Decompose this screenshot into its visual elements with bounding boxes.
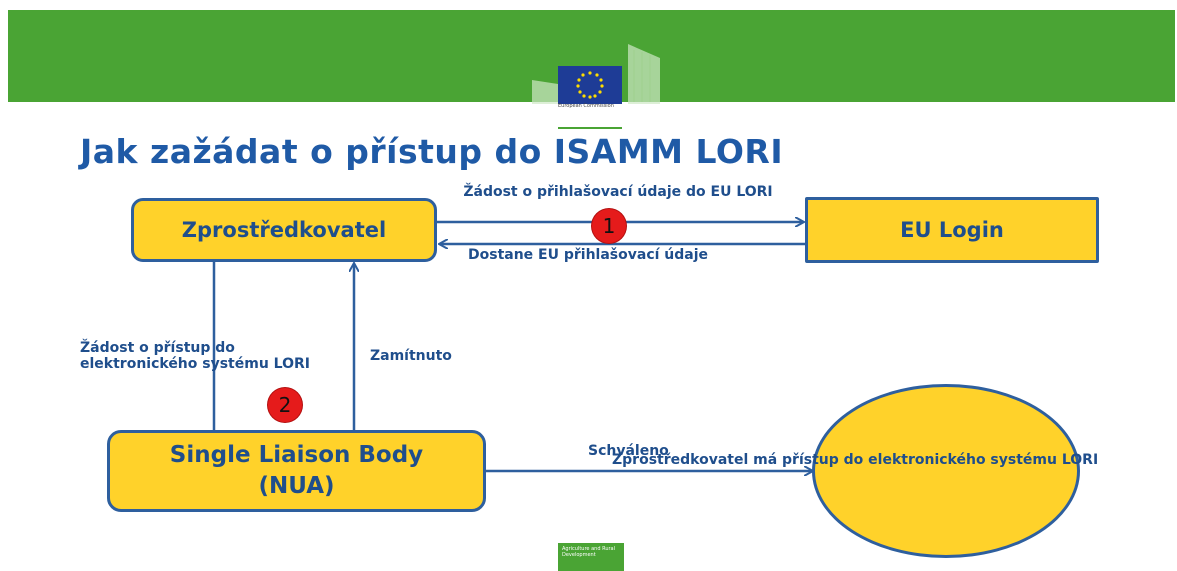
- step-badge-2: 2: [268, 388, 302, 422]
- node-access-granted-circle: [812, 384, 1080, 558]
- step-badge-1: 1: [592, 209, 626, 243]
- edge-label-request-credentials: Žádost o přihlašovací údaje do EU LORI: [463, 184, 773, 200]
- edge-label-approved: Schváleno: [588, 443, 669, 459]
- edge-label-rejected: Zamítnuto: [370, 348, 452, 364]
- node-slb-line1: Single Liaison Body: [169, 442, 424, 468]
- dg-agri-logo-caption: Agriculture and Rural Development: [562, 546, 616, 558]
- edge-label-request-access: Žádost o přístup do elektronického systé…: [80, 340, 310, 372]
- node-zprostredkovatel: Zprostředkovatel: [131, 198, 437, 262]
- dg-agri-logo: [558, 543, 624, 571]
- edge-label-final-access: Zprostředkovatel má přístup do elektroni…: [612, 452, 1099, 468]
- node-slb-line2: (NUA): [258, 473, 335, 499]
- node-single-liaison-body: Single Liaison Body (NUA): [107, 430, 486, 512]
- european-commission-logo: [526, 40, 678, 130]
- node-eu-login-label: EU Login: [900, 218, 1004, 242]
- page-title: Jak zažádat o přístup do ISAMM LORI: [80, 132, 784, 171]
- edge-label-receive-credentials: Dostane EU přihlašovací údaje: [468, 247, 709, 263]
- node-zprostredkovatel-label: Zprostředkovatel: [181, 218, 387, 242]
- logo-underline: [558, 127, 622, 129]
- node-eu-login: EU Login: [805, 197, 1099, 263]
- logo-caption: European Commission: [558, 103, 614, 109]
